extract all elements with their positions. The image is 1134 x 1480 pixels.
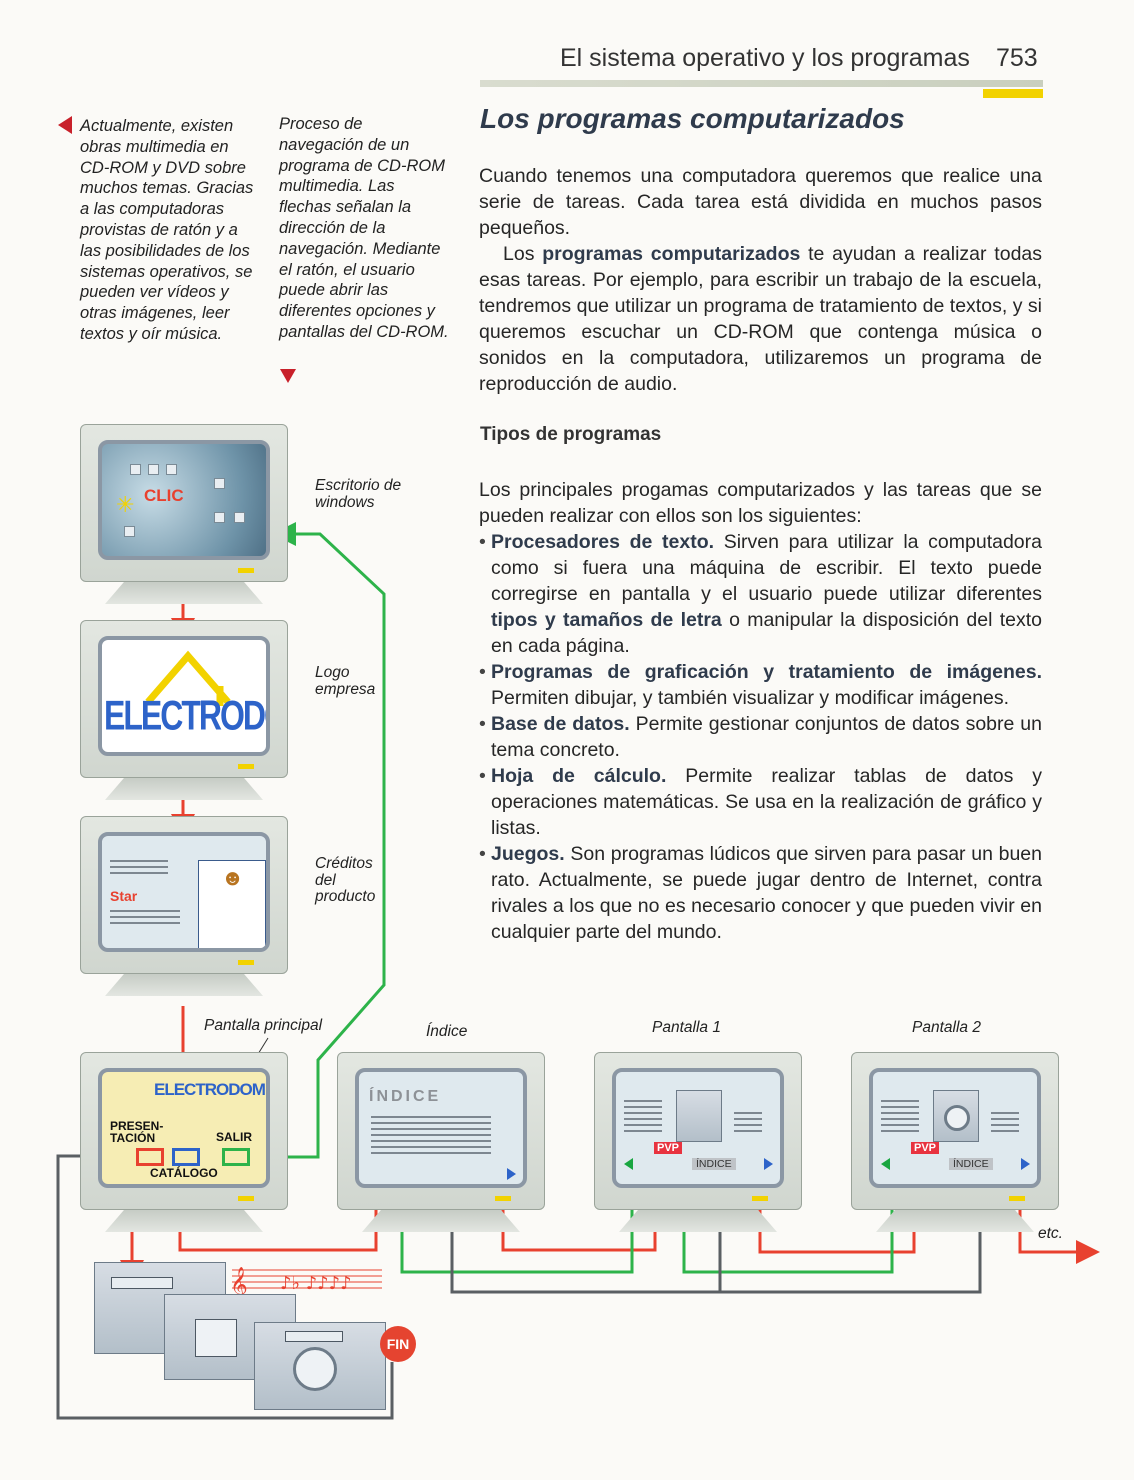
monitor-stand [105, 974, 263, 996]
credits-text-lines [110, 910, 180, 928]
desktop-file-icon [148, 464, 159, 475]
catalog-label: CATÁLOGO [150, 1166, 218, 1180]
power-led [495, 1196, 511, 1201]
caption-screen1: Pantalla 1 [652, 1020, 721, 1037]
pvp-label[interactable]: PVP [654, 1142, 682, 1154]
caption-desktop: Escritorio de windows [315, 478, 425, 511]
exit-button[interactable] [222, 1148, 250, 1166]
monitor-desktop: ✳ CLIC [80, 424, 288, 604]
washer-door-icon [293, 1347, 337, 1391]
main-screen: ELECTRODOM PRESEN-TACIÓN SALIR CATÁLOGO [98, 1068, 270, 1188]
next-arrow-icon[interactable] [1021, 1158, 1030, 1170]
monitor-screen-1: PVP ÍNDICE [594, 1052, 802, 1232]
washing-machine-icon [933, 1090, 979, 1142]
next-arrow-icon[interactable] [764, 1158, 773, 1170]
oven-door-icon [195, 1319, 237, 1357]
caption-screen2: Pantalla 2 [912, 1020, 981, 1037]
exit-label: SALIR [216, 1130, 252, 1144]
power-led [238, 568, 254, 573]
monitor-screen-2: PVP ÍNDICE [851, 1052, 1059, 1232]
back-arrow-icon[interactable] [881, 1158, 890, 1170]
clic-label: CLIC [144, 486, 184, 506]
caption-main: Pantalla principal [204, 1018, 322, 1035]
presentation-label: PRESEN-TACIÓN [110, 1120, 170, 1144]
index-button[interactable]: ÍNDICE [692, 1158, 736, 1170]
caption-index: Índice [426, 1024, 467, 1041]
portrait-icon: ☻ [221, 865, 244, 891]
desktop-file-icon [234, 512, 245, 523]
power-led [238, 1196, 254, 1201]
desktop-file-icon [166, 464, 177, 475]
desktop-file-icon [214, 512, 225, 523]
desktop-screen: ✳ CLIC [98, 440, 270, 560]
catalog-button[interactable] [172, 1148, 200, 1166]
monitor-stand [876, 1210, 1034, 1232]
caption-logo: Logo empresa [315, 665, 385, 698]
caption-credits: Créditos del producto [315, 856, 385, 906]
fin-button[interactable]: FIN [380, 1326, 416, 1362]
screen-1: PVP ÍNDICE [612, 1068, 784, 1188]
monitor-stand [619, 1210, 777, 1232]
credits-text-lines [110, 860, 168, 878]
monitor-index: ÍNDICE [337, 1052, 545, 1232]
desktop-file-icon [124, 526, 135, 537]
power-led [752, 1196, 768, 1201]
logo-text: ELECTRODOM [104, 692, 270, 740]
back-arrow-icon[interactable] [624, 1158, 633, 1170]
appliance-photo-washer [254, 1322, 386, 1410]
power-led [238, 960, 254, 965]
product-text-lines [881, 1100, 919, 1136]
monitor-main: ELECTRODOM PRESEN-TACIÓN SALIR CATÁLOGO [80, 1052, 288, 1232]
logo-screen: ELECTRODOM [98, 636, 270, 756]
star-label: Star [110, 888, 137, 904]
power-led [1009, 1196, 1025, 1201]
dishwasher-icon [676, 1090, 722, 1142]
monitor-stand [105, 1210, 263, 1232]
product-text-lines [734, 1112, 762, 1136]
washer-door-icon [944, 1105, 970, 1131]
index-button[interactable]: ÍNDICE [949, 1158, 993, 1170]
next-arrow-icon[interactable] [507, 1168, 516, 1180]
desktop-file-icon [214, 478, 225, 489]
control-panel-icon [111, 1277, 173, 1289]
monitor-stand [105, 778, 263, 800]
monitor-stand [105, 582, 263, 604]
index-list-lines [371, 1116, 491, 1158]
screen-2: PVP ÍNDICE [869, 1068, 1041, 1188]
monitor-stand [362, 1210, 520, 1232]
index-screen: ÍNDICE [355, 1068, 527, 1188]
click-burst-icon: ✳ [116, 492, 134, 518]
product-text-lines [624, 1100, 662, 1136]
product-text-lines [991, 1112, 1019, 1136]
index-title: ÍNDICE [369, 1088, 441, 1106]
control-panel-icon [285, 1331, 343, 1342]
main-brand-text: ELECTRODOM [154, 1080, 265, 1100]
desktop-file-icon [130, 464, 141, 475]
caption-etc: etc. [1038, 1226, 1063, 1243]
presentation-button[interactable] [136, 1148, 164, 1166]
power-led [238, 764, 254, 769]
monitor-logo: ELECTRODOM [80, 620, 288, 800]
svg-text:♪♭ ♪♪♪♪: ♪♭ ♪♪♪♪ [280, 1273, 352, 1294]
portrait-frame: ☻ [198, 860, 266, 952]
monitor-credits: Star ☻ [80, 816, 288, 996]
pvp-label[interactable]: PVP [911, 1142, 939, 1154]
credits-screen: Star ☻ [98, 832, 270, 952]
